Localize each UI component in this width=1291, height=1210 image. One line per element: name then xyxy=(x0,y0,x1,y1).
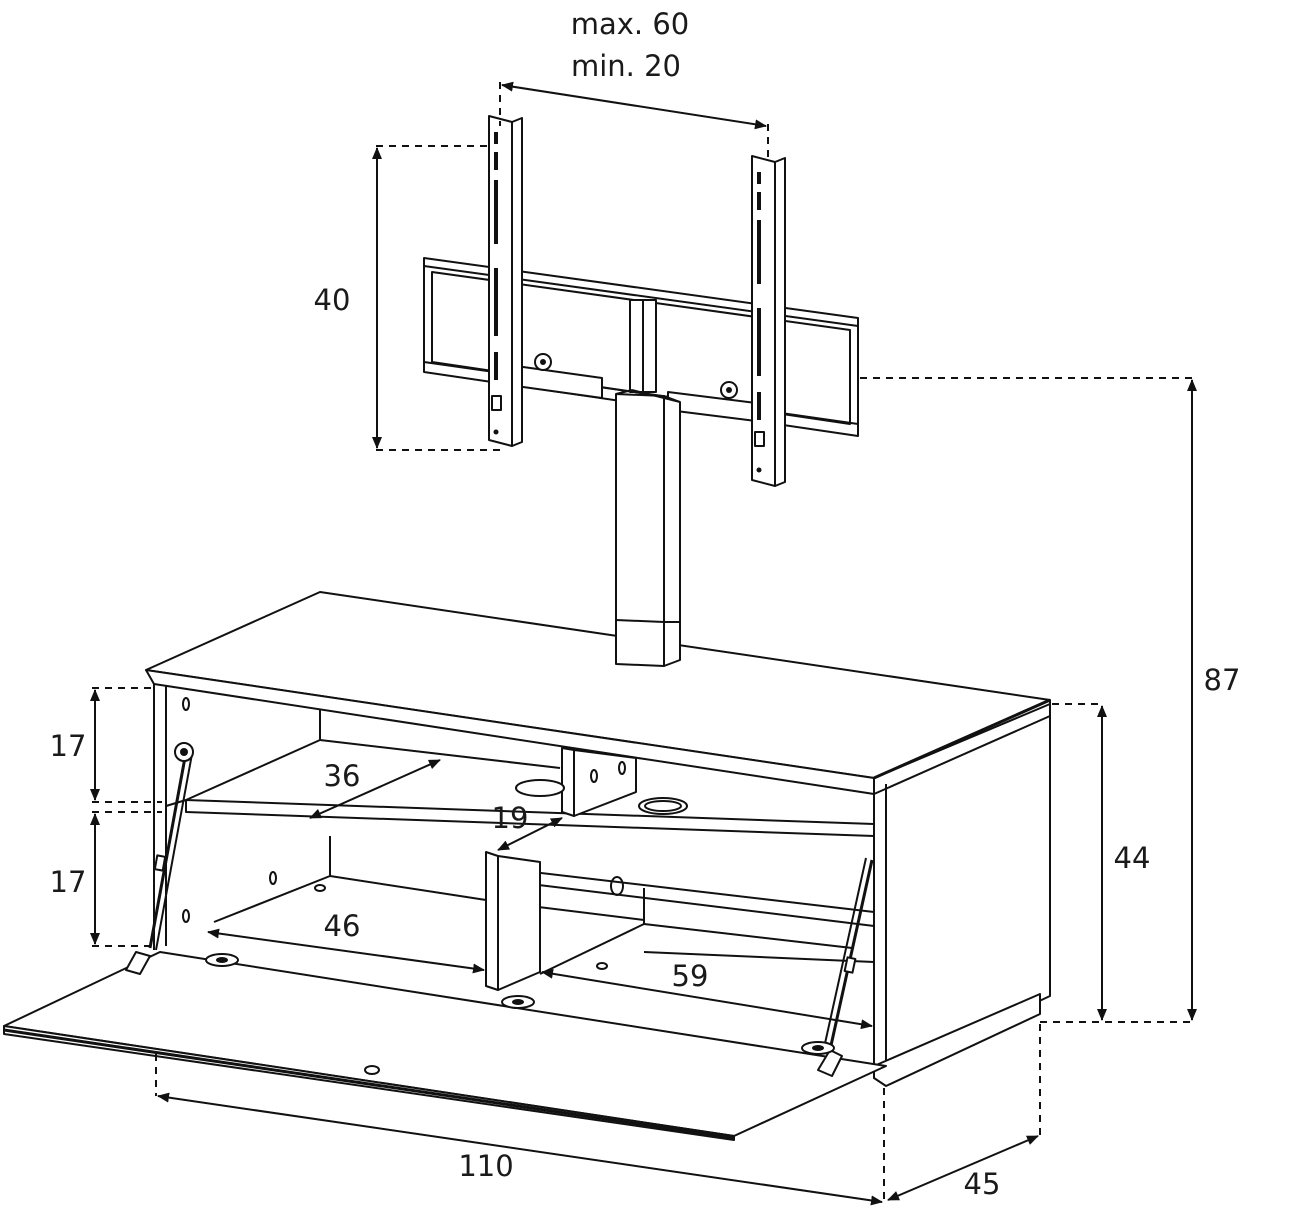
total-height-label: 87 xyxy=(1204,663,1241,697)
cabinet-depth-label: 45 xyxy=(964,1167,1001,1201)
tv-mount-bracket xyxy=(423,115,859,487)
shelf-depth-label: 36 xyxy=(324,759,361,793)
center-hinge xyxy=(501,995,535,1009)
bracket-max-width-label: max. 60 xyxy=(571,7,690,41)
right-compartment-width-label: 59 xyxy=(672,959,709,993)
divider-depth-label: 19 xyxy=(492,801,529,835)
mount-knob xyxy=(534,353,552,371)
left-compartment-width-label: 46 xyxy=(324,909,361,943)
mount-knob xyxy=(720,381,738,399)
upper-compartment-height-label: 17 xyxy=(50,729,87,763)
dimension-lines xyxy=(90,81,1197,1206)
bracket-min-width-label: min. 20 xyxy=(571,49,681,83)
left-gas-strut xyxy=(125,742,239,975)
right-gas-strut xyxy=(801,857,874,1077)
lower-compartment-height-label: 17 xyxy=(50,865,87,899)
cabinet-height-label: 44 xyxy=(1114,841,1151,875)
cabinet-width-label: 110 xyxy=(458,1149,513,1183)
right-vesa-rail xyxy=(751,155,786,487)
bracket-height-label: 40 xyxy=(314,283,351,317)
tv-cabinet xyxy=(3,591,1051,1141)
support-column xyxy=(615,389,681,667)
left-vesa-rail xyxy=(488,115,523,447)
